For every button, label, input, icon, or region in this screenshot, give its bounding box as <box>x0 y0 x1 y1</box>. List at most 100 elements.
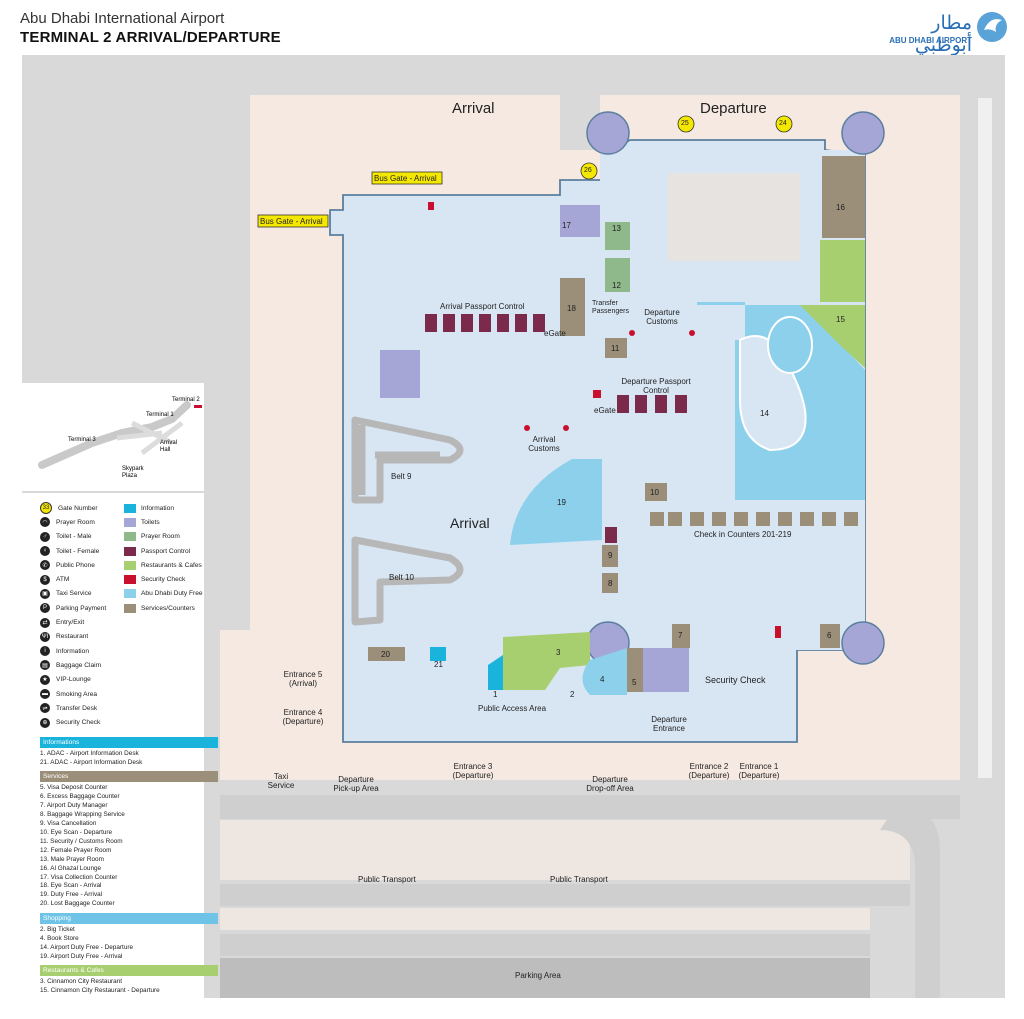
parking-payment-icon: P <box>40 603 50 614</box>
prayer-room-swatch <box>124 532 136 542</box>
security-check-label: Security Check <box>705 675 766 685</box>
services-swatch <box>124 603 136 613</box>
list-item: 13. Male Prayer Room <box>40 855 104 863</box>
entrance-2-label[interactable]: Entrance 2 (Departure) <box>688 762 730 780</box>
road <box>220 934 870 956</box>
list-item: 2. Big Ticket <box>40 926 75 933</box>
section-services-header: Services <box>40 771 218 782</box>
departure-entrance-label: Departure Entrance <box>651 715 687 733</box>
area-12[interactable]: 12 <box>612 281 621 290</box>
area-1[interactable]: 1 <box>493 690 498 699</box>
legend-label: Toilet - Male <box>56 533 92 541</box>
checkin-label: Check in Counters 201-219 <box>694 530 792 539</box>
toilet-male-icon: ♂ <box>40 531 50 542</box>
list-item: 12. Female Prayer Room <box>40 846 112 854</box>
list-item: 17. Visa Collection Counter <box>40 873 118 881</box>
area-19[interactable]: 19 <box>557 498 566 507</box>
legend-label: Toilets <box>141 518 160 526</box>
restaurant-area <box>820 240 865 302</box>
bus-gate-label: Bus Gate - Arrival <box>374 174 437 183</box>
inset-map-graphic <box>38 401 202 469</box>
inset-terminal-2: Terminal 2 <box>172 397 200 403</box>
baggage-claim-icon: ▤ <box>40 660 50 671</box>
belt-10 <box>351 536 464 626</box>
area-8[interactable]: 8 <box>608 579 613 588</box>
section-restaurants-list: 3. Cinnamon City Restaurant 15. Cinnamon… <box>40 978 160 996</box>
departure-hall <box>668 173 800 261</box>
area-15 <box>800 305 865 368</box>
taxi-icon: ▣ <box>40 588 50 599</box>
smoking-area-icon: ▬ <box>40 689 50 699</box>
list-item: 16. Al Ghazal Lounge <box>40 864 102 872</box>
egate-label: eGate <box>544 329 566 338</box>
pickup-label: Departure Pick-up Area <box>333 775 379 793</box>
list-item: 3. Cinnamon City Restaurant <box>40 978 123 985</box>
road <box>220 884 910 906</box>
legend-label: Information <box>141 504 174 512</box>
list-item: 4. Book Store <box>40 934 79 942</box>
zone-arrival-center: Arrival <box>450 515 490 531</box>
area-20[interactable]: 20 <box>381 650 390 659</box>
list-item: 1. ADAC - Airport Information Desk <box>40 750 139 757</box>
legend-label: Prayer Room <box>141 533 180 541</box>
area-17[interactable]: 17 <box>562 221 571 230</box>
area-10[interactable]: 10 <box>650 488 659 497</box>
security-check-icon: ⊕ <box>40 717 50 728</box>
toilet-female-icon: ♀ <box>40 546 50 557</box>
belt-10-label: Belt 10 <box>389 573 414 582</box>
arrival-passport-label: Arrival Passport Control <box>440 302 525 311</box>
area-3[interactable]: 3 <box>556 648 561 657</box>
entrance-4-label[interactable]: Entrance 4 (Departure) <box>282 708 324 726</box>
dropoff-label: Departure Drop-off Area <box>586 775 634 793</box>
list-item: 8. Baggage Wrapping Service <box>40 810 125 818</box>
phone-icon: ✆ <box>40 560 50 571</box>
area-6[interactable]: 6 <box>827 631 832 640</box>
area-18[interactable]: 18 <box>567 304 576 313</box>
entry-exit-icon: ⇄ <box>40 617 50 628</box>
area-4[interactable]: 4 <box>600 675 605 684</box>
legend-label: VIP-Lounge <box>56 676 91 684</box>
inset-skypark: Skypark Plaza <box>122 466 144 479</box>
legend-label: Transfer Desk <box>56 704 98 712</box>
inset-arrival-hall: Arrival Hall <box>160 440 178 453</box>
duty-free-arrival <box>510 459 602 545</box>
entrance-1-label[interactable]: Entrance 1 (Departure) <box>738 762 780 780</box>
road <box>220 795 1005 819</box>
airport-name: Abu Dhabi International Airport <box>20 10 225 27</box>
legend-label: Entry/Exit <box>56 619 85 627</box>
area-9[interactable]: 9 <box>608 551 613 560</box>
legend-label: Restaurant <box>56 633 89 641</box>
area-13[interactable]: 13 <box>612 224 621 233</box>
departure-customs-label: Departure Customs <box>644 308 680 326</box>
section-shopping-header: Shopping <box>40 913 218 924</box>
area-2[interactable]: 2 <box>570 690 575 699</box>
restaurant-icon: ΨΙ <box>40 631 50 642</box>
list-item: 19. Airport Duty Free - Arrival <box>40 952 123 960</box>
entrance-5-label[interactable]: Entrance 5 (Arrival) <box>283 670 323 688</box>
falcon-logo-icon <box>977 12 1007 42</box>
inset-terminal-3: Terminal 3 <box>68 437 96 443</box>
gate-25[interactable]: 25 <box>681 120 689 127</box>
entrance-3-label[interactable]: Entrance 3 (Departure) <box>452 762 494 780</box>
area-5[interactable]: 5 <box>632 678 637 687</box>
legend-label: Baggage Claim <box>56 661 102 669</box>
map-title: TERMINAL 2 ARRIVAL/DEPARTURE <box>20 29 281 46</box>
inset-location-map: Terminal 2 Terminal 1 Terminal 3 Arrival… <box>22 383 204 491</box>
area-16[interactable]: 16 <box>836 203 845 212</box>
area-4 <box>582 648 627 695</box>
list-item: 14. Airport Duty Free - Departure <box>40 943 134 951</box>
gate-24[interactable]: 24 <box>779 120 787 127</box>
parking-lot <box>220 958 870 998</box>
legend-label: Smoking Area <box>56 690 98 698</box>
area-7[interactable]: 7 <box>678 631 683 640</box>
prayer-room-icon: ◠ <box>40 517 50 528</box>
gate-26[interactable]: 26 <box>584 167 592 174</box>
area-21[interactable]: 21 <box>434 660 443 669</box>
area-11[interactable]: 11 <box>611 344 620 353</box>
area-14[interactable]: 14 <box>760 409 769 418</box>
legend-label: Information <box>56 647 89 655</box>
arrival-customs-label: Arrival Customs <box>528 435 560 453</box>
area-15[interactable]: 15 <box>836 315 845 324</box>
list-item: 6. Excess Baggage Counter <box>40 792 120 800</box>
